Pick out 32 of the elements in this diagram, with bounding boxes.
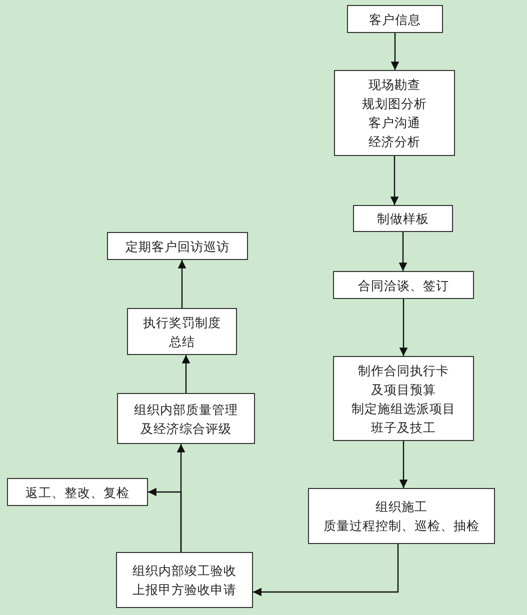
box-text: 返工、整改、复检 <box>26 484 130 502</box>
process-box <box>117 393 255 444</box>
arrow <box>390 33 400 70</box>
arrow <box>148 488 182 552</box>
box-text: 客户信息 <box>369 10 421 28</box>
arrow <box>182 355 190 393</box>
process-box <box>334 70 455 156</box>
box-text: 制做样板 <box>377 210 429 228</box>
process-box <box>333 271 474 299</box>
box-text: 组织施工 <box>376 498 428 516</box>
arrow <box>399 441 408 488</box>
process-box <box>7 478 148 506</box>
process-box <box>353 205 453 232</box>
process-box <box>127 308 237 355</box>
arrow <box>399 299 408 356</box>
process-box <box>347 5 443 33</box>
box-text: 组织内部竣工验收上报甲方验收申请 <box>132 562 236 599</box>
arrow <box>253 544 399 596</box>
arrow <box>178 260 186 308</box>
arrow <box>398 232 408 271</box>
arrow <box>390 156 399 205</box>
box-text: 定期客户回访巡访 <box>126 238 230 256</box>
process-box <box>333 356 474 441</box>
process-box <box>116 552 253 608</box>
box-text: 现场勘查规划图分析客户沟通经济分析 <box>362 76 427 151</box>
box-text: 组织内部质量管理及经济综合评级 <box>134 400 238 438</box>
process-box <box>107 232 248 260</box>
process-box <box>308 488 495 544</box>
box-text: 执行奖罚制度总结 <box>143 314 221 350</box>
box-text: 合同洽谈、签订 <box>358 276 449 294</box>
box-text: 质量过程控制、巡检、抽检 <box>324 517 480 535</box>
box-text: 制作合同执行卡及项目预算制定施组选派项目班子及技工 <box>352 362 456 436</box>
